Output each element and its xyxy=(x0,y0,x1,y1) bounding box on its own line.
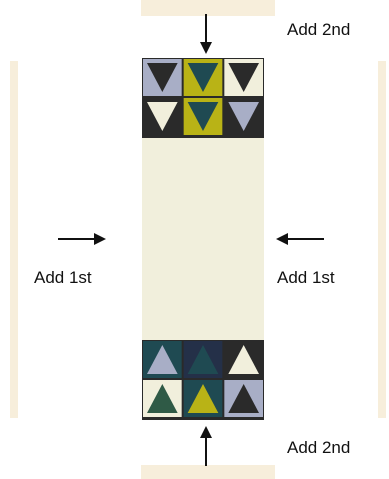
bottom-triangle-blocks xyxy=(142,340,264,418)
center-panel xyxy=(142,138,264,340)
add-2nd-top-label: Add 2nd xyxy=(287,21,350,38)
bottom-border-strip xyxy=(141,465,275,479)
quilt-center xyxy=(142,58,264,420)
arrow-right-icon xyxy=(58,232,106,246)
right-border-strip xyxy=(378,61,386,418)
add-1st-left-label: Add 1st xyxy=(34,269,92,286)
left-border-strip xyxy=(10,61,18,418)
arrow-down-icon xyxy=(199,14,213,54)
add-2nd-bottom-label: Add 2nd xyxy=(287,439,350,456)
add-1st-right-label: Add 1st xyxy=(277,269,335,286)
arrow-up-icon xyxy=(199,426,213,466)
top-triangle-blocks xyxy=(142,58,264,136)
arrow-left-icon xyxy=(276,232,324,246)
